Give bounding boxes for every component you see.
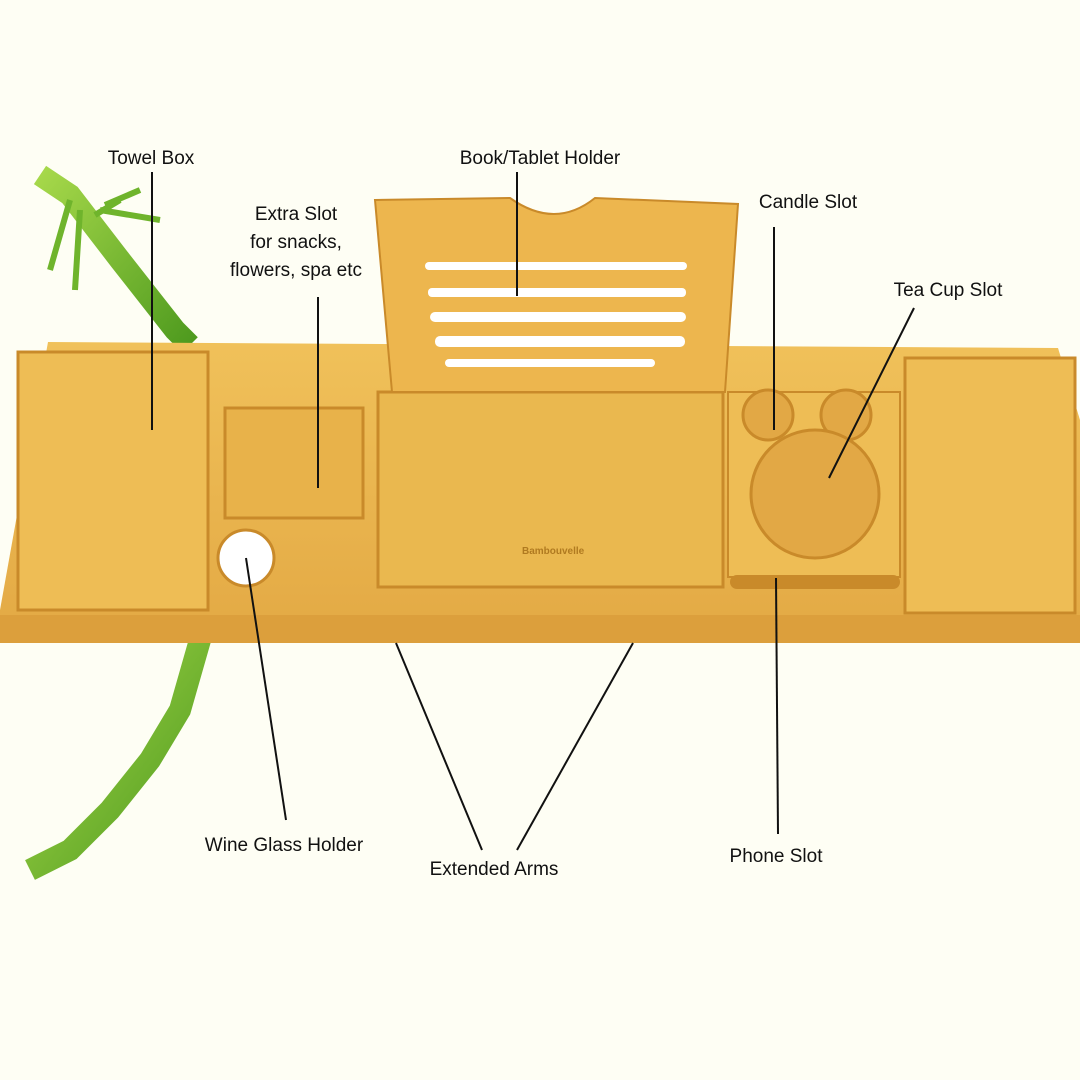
label-book-holder: Book/Tablet Holder	[459, 148, 621, 169]
label-extra-slot-line-1: Extra Slot	[254, 204, 338, 225]
brand-logo: Bambouvelle	[522, 546, 585, 557]
bath-tray	[0, 196, 1080, 643]
label-extra-slot-line-3: flowers, spa etc	[230, 260, 362, 281]
towel-box-right	[903, 356, 1077, 615]
tea-cup-slot	[749, 428, 881, 560]
label-extended-arms: Extended Arms	[429, 859, 559, 880]
extra-slot	[223, 406, 365, 520]
label-towel-box: Towel Box	[107, 148, 195, 169]
label-extra-slot: Extra Slot for snacks, flowers, spa etc	[230, 201, 362, 285]
phone-slot	[730, 575, 900, 589]
candle-slot	[741, 388, 795, 442]
label-phone-slot: Phone Slot	[729, 846, 823, 867]
leader-lines	[151, 172, 915, 851]
towel-box	[16, 350, 210, 612]
label-extra-slot-line-2: for snacks,	[250, 232, 342, 253]
label-tea-cup-slot: Tea Cup Slot	[893, 280, 1003, 301]
label-candle-slot: Candle Slot	[758, 192, 858, 213]
bamboo-decoration	[25, 165, 211, 880]
label-wine-glass-holder: Wine Glass Holder	[204, 835, 364, 856]
